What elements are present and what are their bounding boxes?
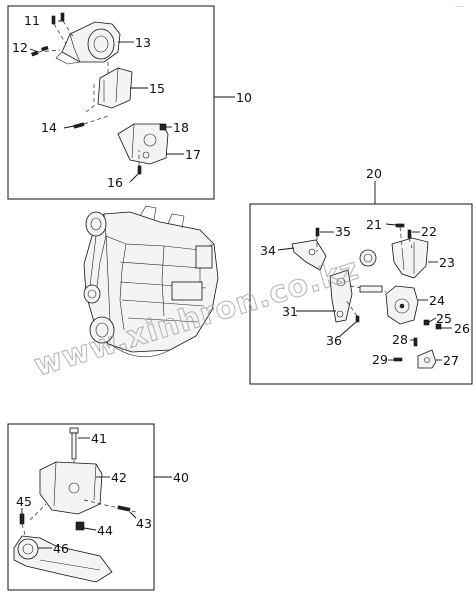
callout-43: 43 xyxy=(136,516,152,531)
part-18-nut xyxy=(159,123,167,131)
callout-13: 13 xyxy=(135,35,151,50)
group-40-assembly: 40 xyxy=(7,423,189,591)
callout-26: 26 xyxy=(454,321,470,336)
callout-41: 41 xyxy=(91,431,107,446)
callout-44: 44 xyxy=(97,523,113,538)
callout-16: 16 xyxy=(107,175,123,190)
part-35-bolt xyxy=(315,227,320,252)
group-10-assembly: 10 xyxy=(7,5,252,200)
callout-35: 35 xyxy=(335,224,351,239)
part-44-nut xyxy=(75,521,85,531)
part-36-bolt xyxy=(345,299,360,323)
callout-29: 29 xyxy=(372,352,388,367)
callout-11: 11 xyxy=(24,13,40,28)
callout-28: 28 xyxy=(392,332,408,347)
callout-42: 42 xyxy=(111,470,127,485)
callout-40: 40 xyxy=(173,470,189,485)
part-12-bolts xyxy=(31,45,61,57)
callout-23: 23 xyxy=(439,255,455,270)
callout-20: 20 xyxy=(366,166,382,181)
part-46-mount xyxy=(13,535,113,583)
part-24-mount xyxy=(385,285,419,325)
group-20-assembly: 20 xyxy=(249,166,473,385)
callout-34: 34 xyxy=(260,243,276,258)
part-34-bracket xyxy=(291,239,327,271)
callout-12: 12 xyxy=(12,40,28,55)
part-31-arm xyxy=(329,269,353,323)
part-45-bolt xyxy=(19,503,47,539)
part-21-bolt xyxy=(395,223,405,247)
group-20-frame xyxy=(249,203,473,385)
callout-18: 18 xyxy=(173,120,189,135)
group-10-frame xyxy=(7,5,215,200)
callout-46: 46 xyxy=(53,541,69,556)
group-40-frame xyxy=(7,423,155,591)
part-28-bolt xyxy=(413,337,418,347)
part-26-nut xyxy=(435,323,442,330)
callout-25: 25 xyxy=(436,311,452,326)
part-17-bracket xyxy=(117,123,169,165)
part-11-bolts xyxy=(51,12,75,45)
part-13-mount xyxy=(55,21,121,65)
part-29-bolt xyxy=(393,357,403,362)
part-15-bracket xyxy=(85,62,133,113)
callout-24: 24 xyxy=(429,293,445,308)
callout-10: 10 xyxy=(236,90,252,105)
part-23-bracket xyxy=(391,237,429,279)
callout-14: 14 xyxy=(41,120,57,135)
part-16-bolt xyxy=(137,150,142,175)
callout-36: 36 xyxy=(326,333,342,348)
part-25-nut xyxy=(423,319,430,326)
part-43-bolt xyxy=(83,499,137,513)
callout-17: 17 xyxy=(185,147,201,162)
part-22-bolt xyxy=(407,229,413,249)
part-42-bracket xyxy=(39,461,103,515)
callout-31: 31 xyxy=(282,304,298,319)
part-shaft xyxy=(349,249,387,293)
callout-27: 27 xyxy=(443,353,459,368)
engine-illustration xyxy=(83,205,219,358)
callout-22: 22 xyxy=(421,224,437,239)
part-14-bolt xyxy=(73,115,109,129)
part-27-bracket xyxy=(417,349,437,369)
corner-mark: —·— xyxy=(455,4,464,9)
callout-21: 21 xyxy=(366,217,382,232)
callout-45: 45 xyxy=(16,494,32,509)
callout-15: 15 xyxy=(149,81,165,96)
